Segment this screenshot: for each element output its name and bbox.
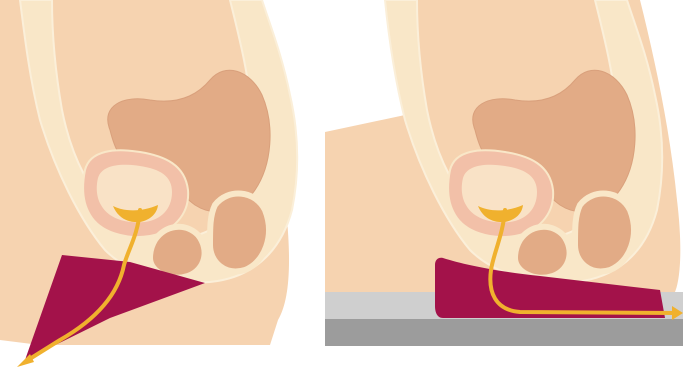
seat-base [325, 319, 683, 346]
coccyx-bone [210, 194, 269, 272]
coccyx-bone [575, 194, 634, 272]
panel-standing-collector [0, 0, 320, 372]
panel-seated-pad [325, 0, 683, 372]
pubic-bone [515, 227, 570, 278]
